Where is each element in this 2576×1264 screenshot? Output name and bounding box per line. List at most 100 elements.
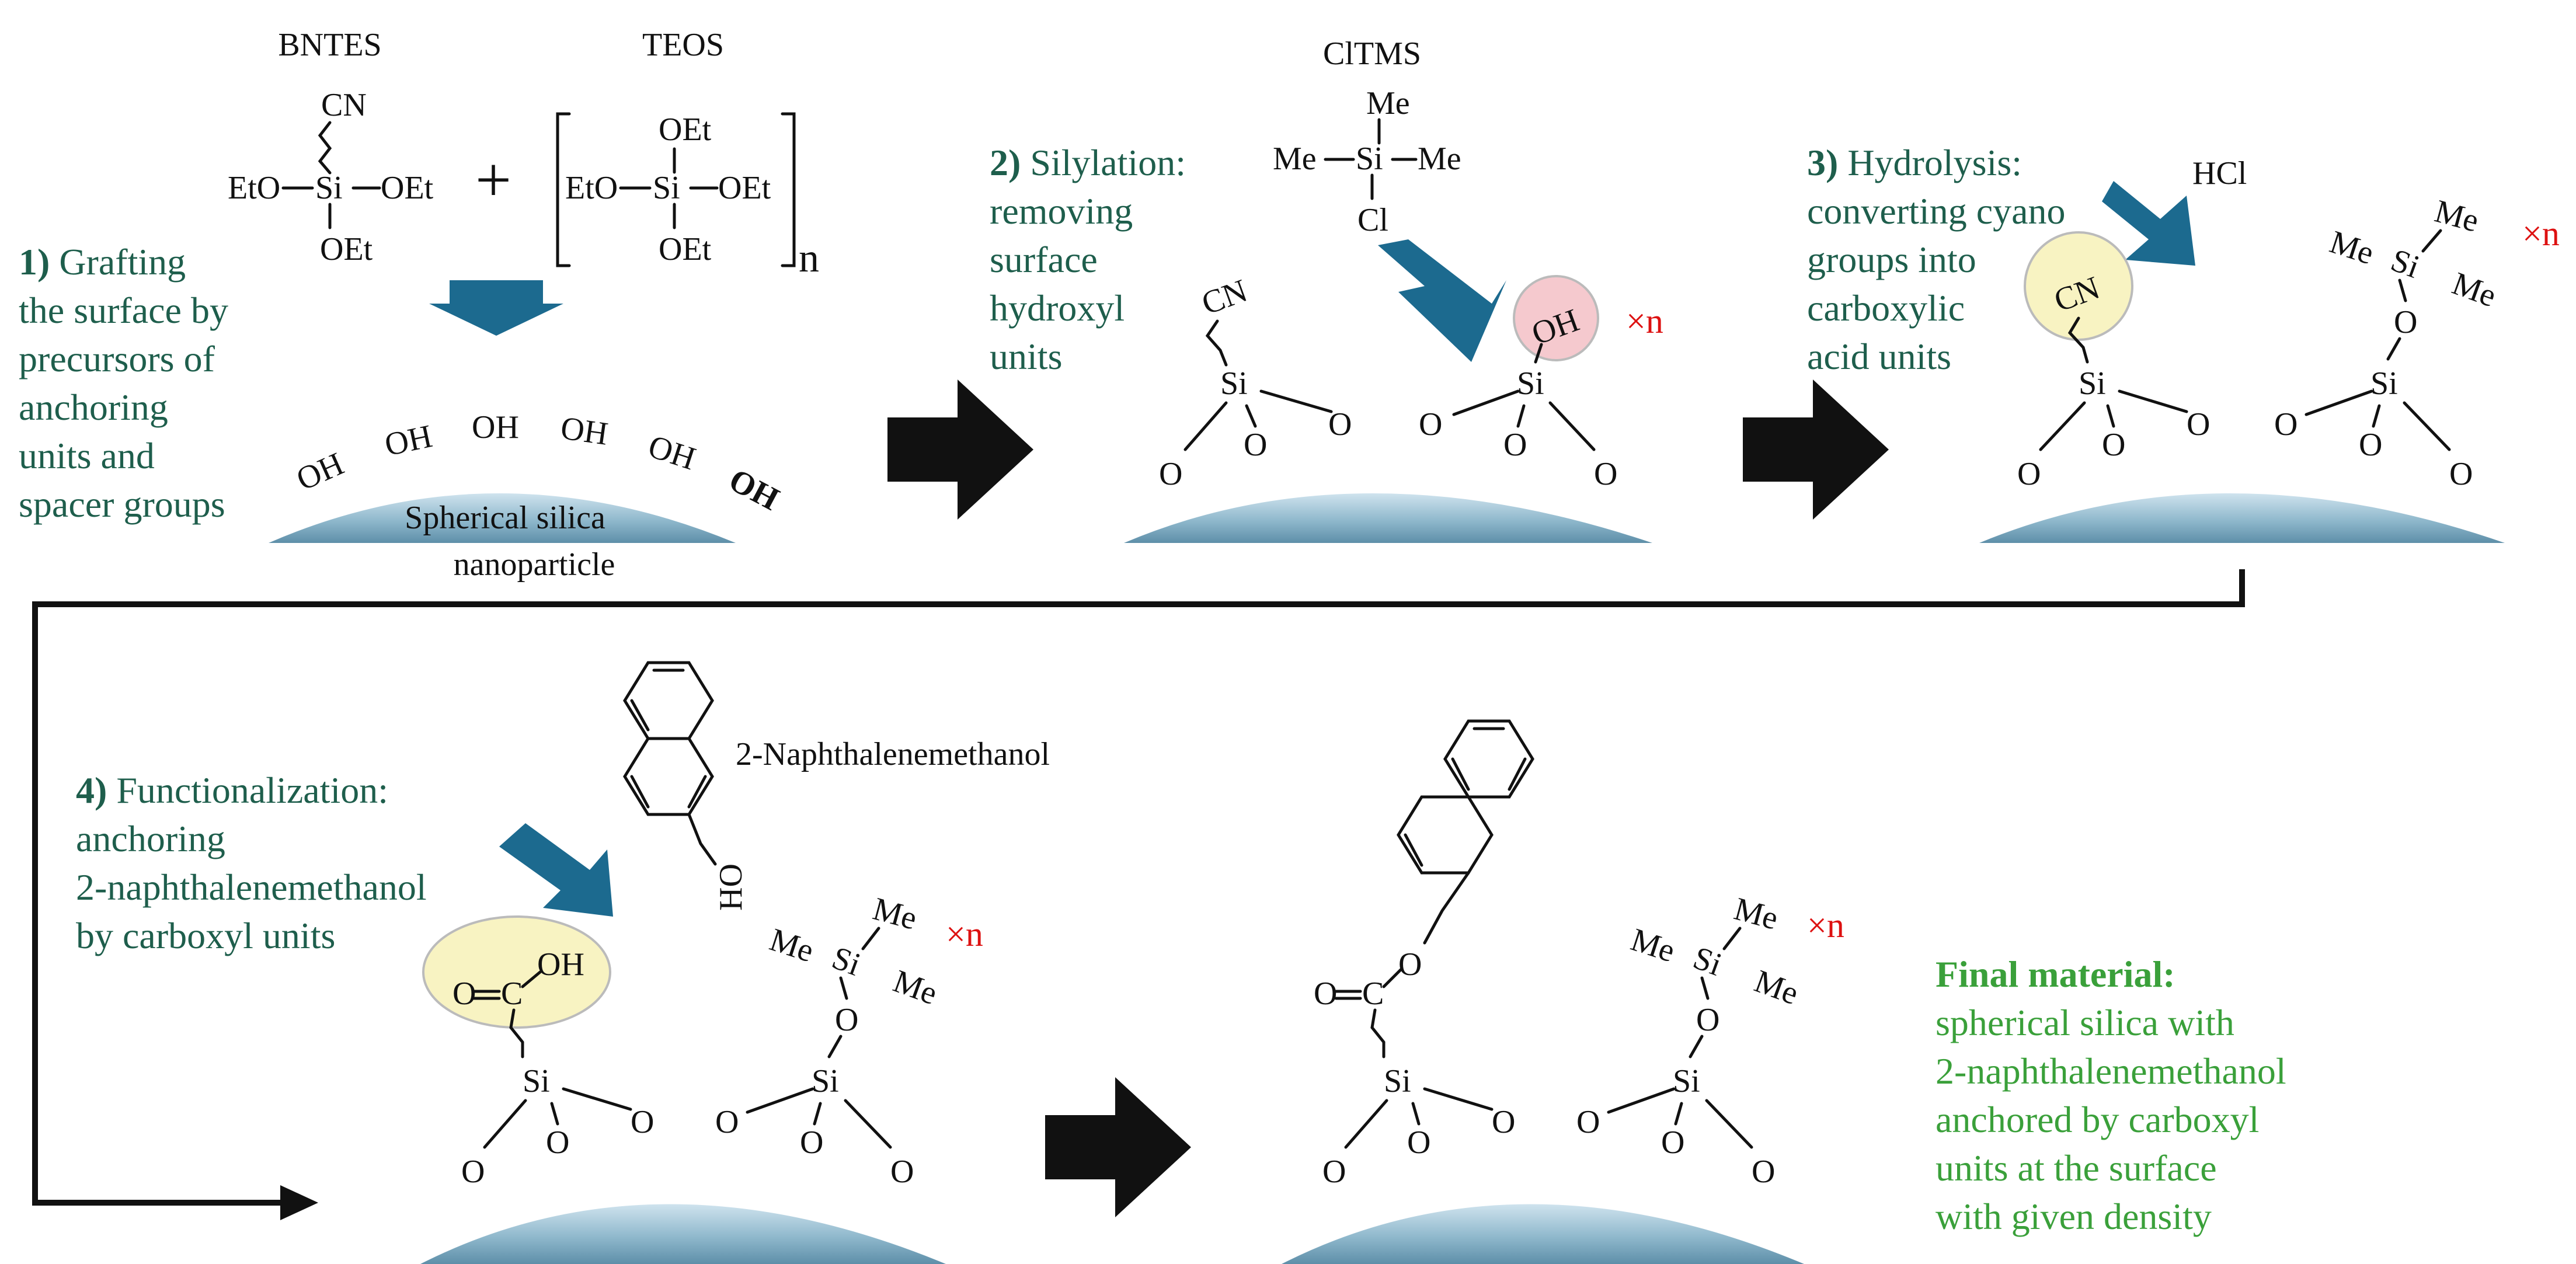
svg-text:OEt: OEt xyxy=(659,112,712,148)
svg-text:OEt: OEt xyxy=(659,231,712,267)
svg-text:OH: OH xyxy=(723,462,785,518)
bntes-spacer xyxy=(318,121,332,175)
nanoparticle-2 xyxy=(1124,493,1652,543)
svg-text:OH: OH xyxy=(644,428,700,477)
svg-text:3) Hydrolysis:: 3) Hydrolysis: xyxy=(1807,142,2022,183)
svg-text:Si: Si xyxy=(1384,1063,1411,1099)
svg-text:Me: Me xyxy=(2448,265,2501,314)
svg-text:CN: CN xyxy=(1197,273,1252,322)
svg-text:Si: Si xyxy=(1673,1063,1700,1099)
svg-text:O: O xyxy=(1696,1002,1719,1038)
step4-caption: 4) Functionalization: anchoring 2-naphth… xyxy=(76,769,427,956)
svg-text:Final material:: Final material: xyxy=(1936,953,2175,995)
process-arrow-1 xyxy=(887,379,1033,520)
step2-caption: 2) Silylation: removing surface hydroxyl… xyxy=(990,142,1186,377)
svg-text:Si: Si xyxy=(2079,365,2106,402)
svg-text:O: O xyxy=(2359,427,2382,463)
process-arrow-2 xyxy=(1743,379,1889,520)
svg-text:OEt: OEt xyxy=(381,170,434,206)
svg-text:spherical silica with: spherical silica with xyxy=(1936,1002,2234,1043)
svg-text:OH: OH xyxy=(291,445,349,498)
svg-text:Me: Me xyxy=(765,921,818,969)
silanol-group: OH Si O O O ×n xyxy=(1419,275,1663,492)
panel-hydrolysis: 3) Hydrolysis: converting cyano groups i… xyxy=(1807,142,2560,543)
svg-text:Si: Si xyxy=(1220,365,1248,402)
svg-text:groups into: groups into xyxy=(1807,239,1976,280)
label-cltms: ClTMS xyxy=(1323,36,1421,72)
cyano-highlighted: CN Si O O O xyxy=(2017,231,2210,492)
svg-text:EtO: EtO xyxy=(228,170,280,206)
bntes-molecule: CN EtO Si OEt OEt xyxy=(228,87,434,267)
svg-text:O: O xyxy=(1752,1154,1775,1190)
svg-text:O: O xyxy=(1407,1124,1430,1161)
step1-caption: 1) Grafting the surface by precursors of… xyxy=(19,241,228,525)
svg-text:O: O xyxy=(800,1124,823,1161)
nanoparticle-5 xyxy=(1282,1204,1804,1264)
carboxyl-highlighted: O C OH Si O O O xyxy=(422,915,654,1190)
svg-text:4) Functionalization:: 4) Functionalization: xyxy=(76,769,388,811)
svg-text:O: O xyxy=(2102,427,2125,463)
label-hcl: HCl xyxy=(2192,155,2247,191)
svg-text:Si: Si xyxy=(2386,242,2424,285)
svg-text:O: O xyxy=(1503,427,1527,463)
svg-text:carboxylic: carboxylic xyxy=(1807,287,1965,329)
connector-line xyxy=(32,569,2245,1206)
svg-text:n: n xyxy=(799,236,819,281)
svg-text:converting cyano: converting cyano xyxy=(1807,190,2066,232)
multiplier-n: ×n xyxy=(946,915,983,953)
svg-text:O: O xyxy=(546,1124,569,1161)
svg-text:hydroxyl: hydroxyl xyxy=(990,287,1125,329)
svg-text:2-naphthalenemethanol: 2-naphthalenemethanol xyxy=(1936,1050,2286,1092)
multiplier-n: ×n xyxy=(2522,214,2560,253)
oh-highlight xyxy=(1513,275,1599,361)
naphthalene-reagent: HO xyxy=(623,661,749,911)
svg-text:Si: Si xyxy=(1517,365,1544,402)
svg-text:C: C xyxy=(501,976,523,1012)
cooh-highlight xyxy=(422,915,611,1029)
trimethylsilyl-group-5: Me Me Si Me O Si O O O ×n xyxy=(1576,891,1844,1190)
svg-text:by carboxyl units: by carboxyl units xyxy=(76,915,335,956)
step3-caption: 3) Hydrolysis: converting cyano groups i… xyxy=(1807,142,2066,377)
svg-text:Me: Me xyxy=(1418,141,1461,177)
svg-text:EtO: EtO xyxy=(565,170,618,206)
svg-text:O: O xyxy=(2449,456,2473,492)
cltms-molecule: Me Me Si Me Cl xyxy=(1273,85,1461,238)
svg-text:nanoparticle: nanoparticle xyxy=(454,546,615,583)
final-caption: Final material: spherical silica with 2-… xyxy=(1936,953,2286,1237)
svg-text:O: O xyxy=(1419,406,1442,443)
svg-text:OEt: OEt xyxy=(718,170,771,206)
multiplier-n: ×n xyxy=(1807,906,1844,945)
panel-silylation: ClTMS Me Me Si Me Cl 2) Silylation: remo… xyxy=(990,36,1663,543)
svg-text:O: O xyxy=(2017,456,2041,492)
svg-text:Si: Si xyxy=(1356,141,1383,177)
svg-text:Me: Me xyxy=(1627,921,1679,969)
trimethylsilyl-group: Me Me Si Me O Si O O O ×n xyxy=(2274,193,2560,492)
hydrolysis-arrow-icon xyxy=(2102,181,2195,266)
plus-sign: + xyxy=(475,144,511,215)
label-teos: TEOS xyxy=(642,27,724,63)
svg-text:O: O xyxy=(1398,946,1422,983)
svg-text:O: O xyxy=(835,1002,858,1038)
svg-text:O: O xyxy=(715,1104,739,1140)
svg-text:O: O xyxy=(890,1154,914,1190)
svg-text:anchoring: anchoring xyxy=(76,818,225,859)
svg-text:units: units xyxy=(990,336,1062,377)
svg-text:CN: CN xyxy=(321,87,367,123)
svg-text:Si: Si xyxy=(315,170,343,206)
svg-text:Me: Me xyxy=(1366,85,1410,121)
svg-text:O: O xyxy=(1244,427,1267,463)
svg-text:Si: Si xyxy=(812,1063,839,1099)
svg-text:O: O xyxy=(2394,304,2417,340)
down-arrow-icon xyxy=(429,280,563,336)
svg-text:Si: Si xyxy=(2370,365,2398,402)
svg-text:O: O xyxy=(1492,1104,1515,1140)
cn-highlight xyxy=(2024,231,2133,341)
svg-text:acid units: acid units xyxy=(1807,336,1951,377)
svg-text:with given density: with given density xyxy=(1936,1196,2212,1237)
teos-molecule: n OEt EtO Si OEt OEt xyxy=(556,112,819,281)
svg-text:OEt: OEt xyxy=(320,231,373,267)
ester-linkage: O C Si O O O xyxy=(1314,967,1515,1190)
svg-text:Si: Si xyxy=(1689,940,1726,983)
svg-text:Me: Me xyxy=(1273,141,1317,177)
